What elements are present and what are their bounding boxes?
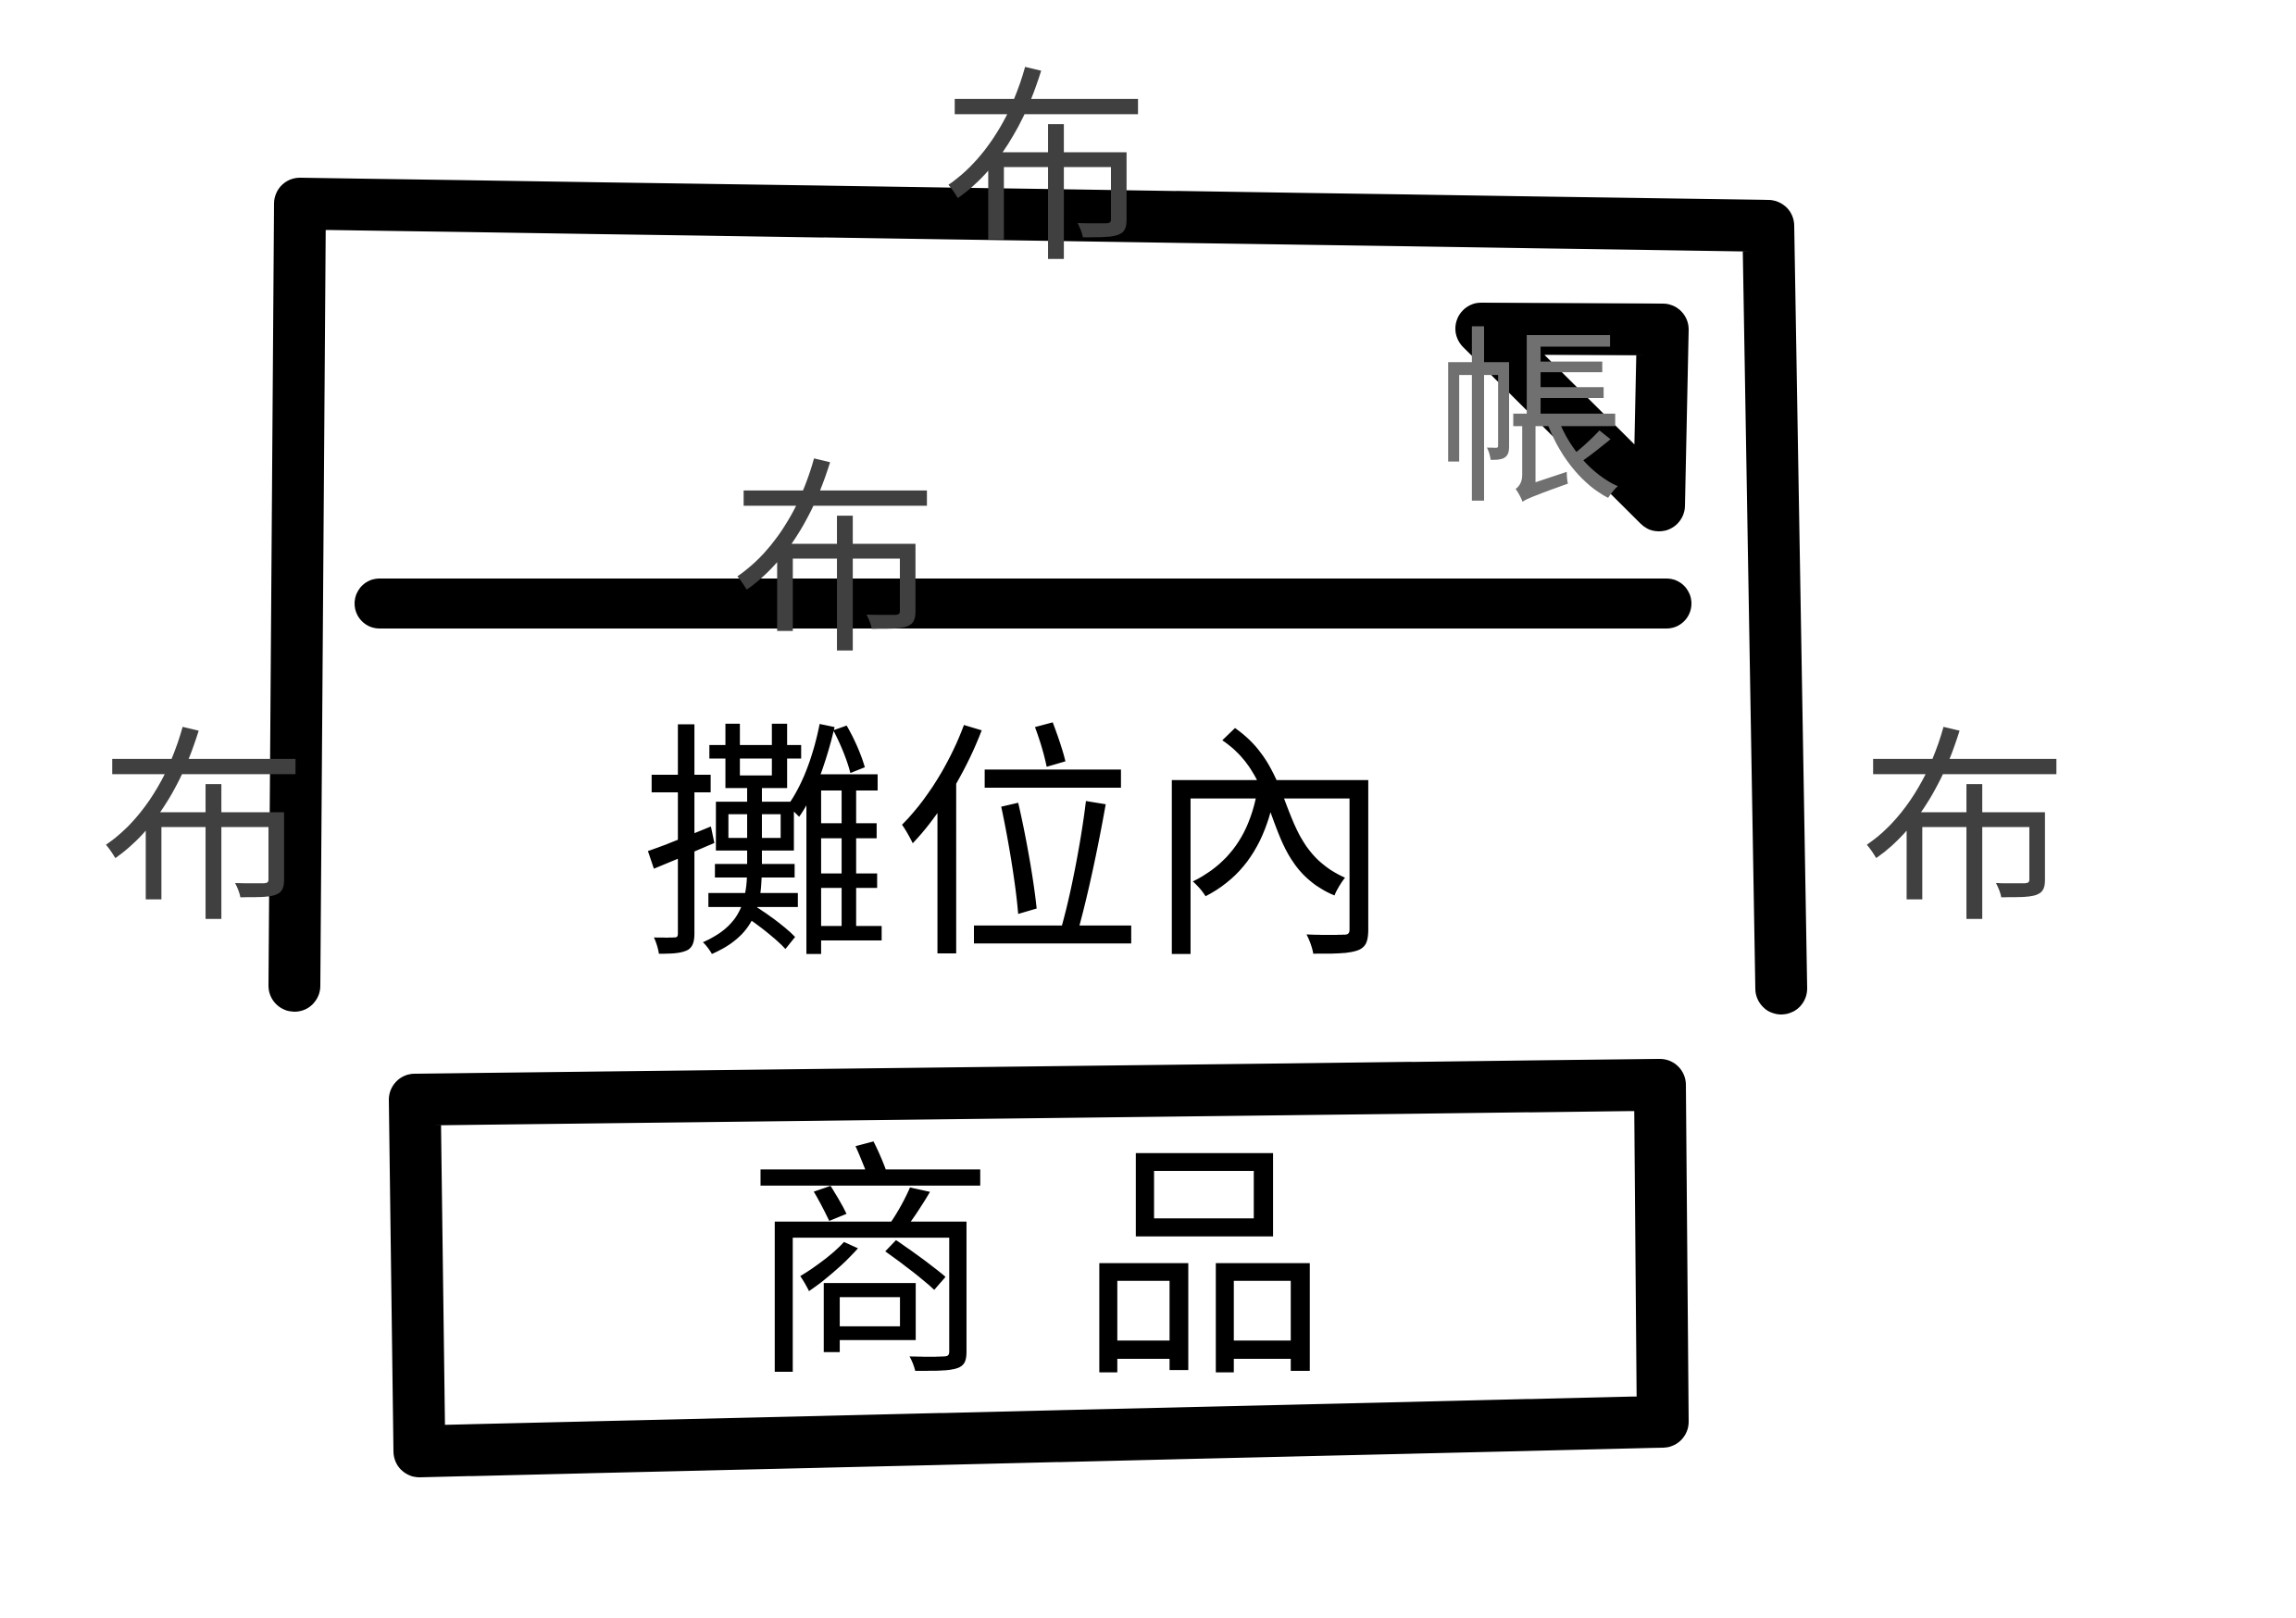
cloth-left-label: 布	[99, 709, 308, 952]
goods-box	[389, 1059, 1689, 1477]
tent-corner-flag	[1455, 303, 1689, 531]
cloth-top-label: 布	[942, 49, 1151, 292]
goods-label: 商品	[745, 1120, 1412, 1412]
cloth-middle-label: 布	[730, 441, 940, 684]
stall-inside-label: 攤位內	[641, 702, 1396, 993]
tent-frame	[268, 178, 1807, 1014]
tent-label: 帳	[1435, 310, 1626, 531]
cloth-right-label: 布	[1860, 709, 2069, 952]
